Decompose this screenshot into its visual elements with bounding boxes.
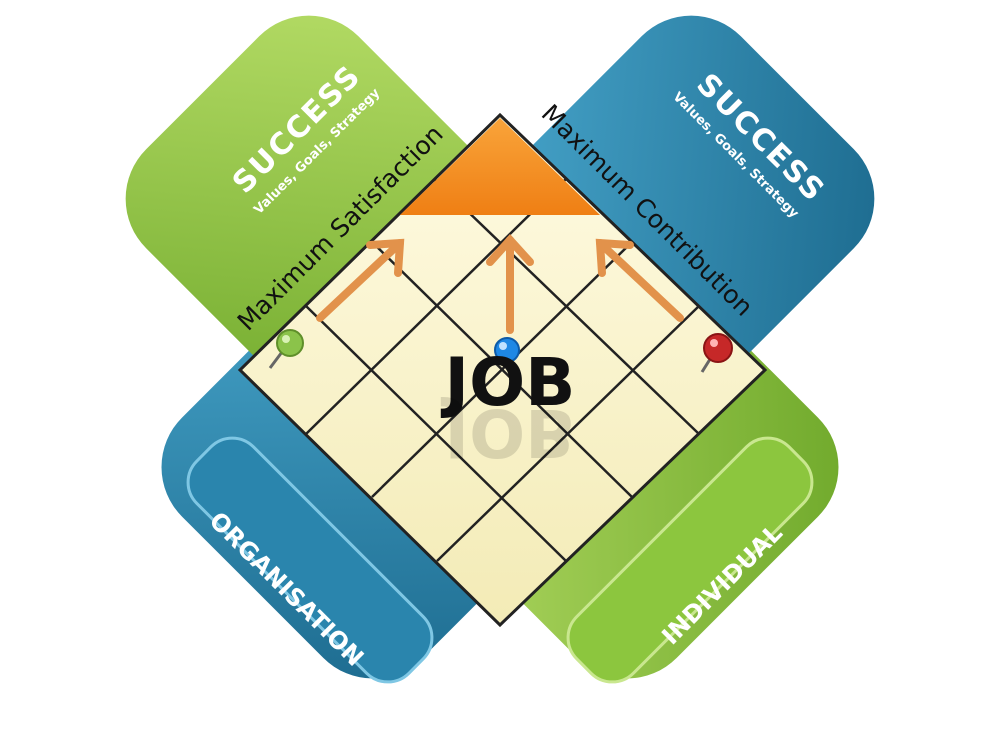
grid-lines [305, 178, 700, 562]
individual-label-box [566, 436, 814, 684]
pushpin-green-icon [268, 329, 304, 369]
arrow-up-icon [486, 234, 534, 334]
organisation-label-box [186, 436, 434, 684]
center-title-reflection: JOB [441, 394, 576, 471]
goal-triangle [400, 118, 600, 215]
pushpin-blue-icon [494, 337, 520, 363]
pushpin-red-icon [700, 333, 733, 373]
arrow-up-icon [316, 238, 405, 322]
center-title: JOB [441, 344, 576, 421]
arrow-up-icon [595, 238, 684, 322]
